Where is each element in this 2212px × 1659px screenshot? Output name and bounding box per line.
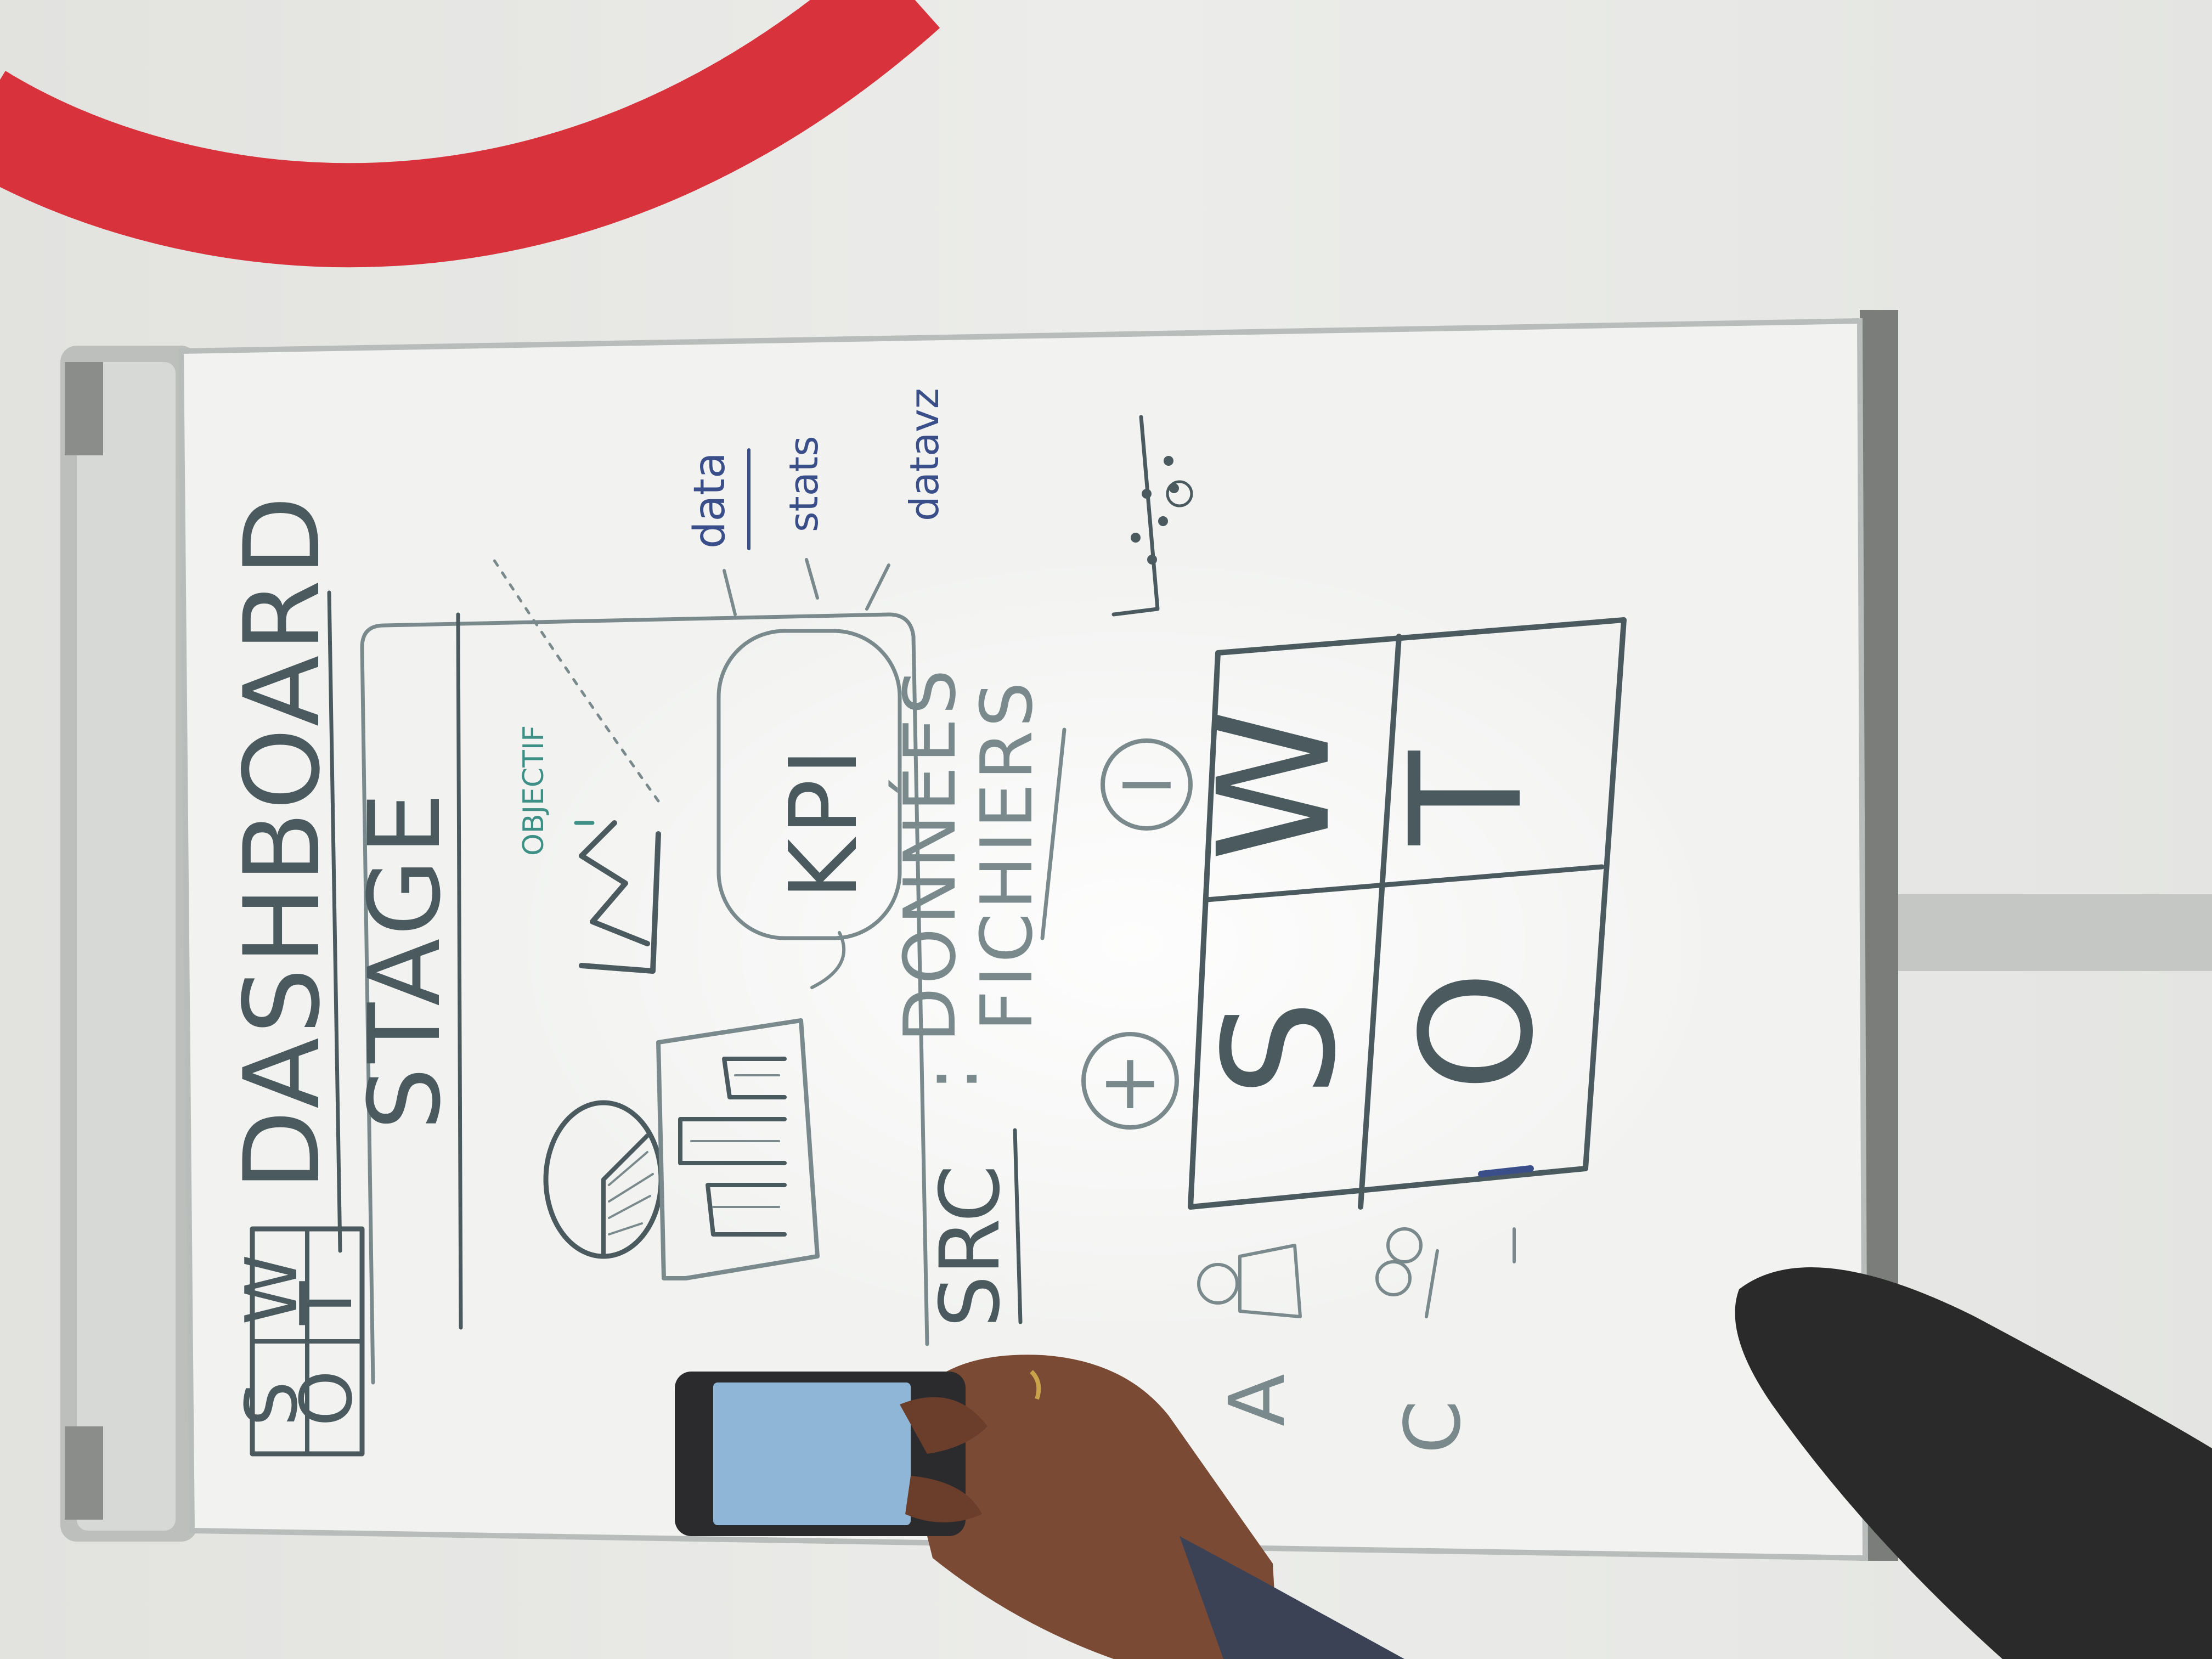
kpi-branches: data stats datavz	[685, 388, 947, 550]
bar-chart-sketch	[656, 1018, 820, 1280]
minus-symbol: −	[1114, 738, 1178, 828]
hand-icon	[900, 1355, 1278, 1659]
people-sketches: A C	[1197, 1227, 1516, 1454]
swot-small-o: O	[285, 1370, 368, 1426]
swot-small-w: W	[230, 1254, 313, 1325]
dashboard-title: DASHBOARD	[222, 493, 343, 1190]
swot-grid-s: S	[1191, 1000, 1370, 1097]
wall-bracket	[1887, 894, 2212, 971]
red-logo-arc	[0, 0, 940, 268]
swot-grid-t: T	[1378, 749, 1556, 847]
source-donnees: DONNÉES	[888, 666, 972, 1042]
source-fichiers: FICHIERS	[965, 679, 1048, 1031]
whiteboard-frame	[60, 310, 1898, 1561]
colon-mark: :	[906, 1066, 995, 1092]
scatter-plot-sketch	[1111, 415, 1193, 617]
swot-small-s: S	[230, 1381, 313, 1426]
person-label-c: C	[1389, 1400, 1478, 1454]
sources-block: SRC : DONNÉES FICHIERS	[888, 666, 1066, 1328]
person-label-a: A	[1213, 1374, 1302, 1426]
kpi-bubble: KPI	[716, 558, 902, 989]
branch-datavz: datavz	[901, 388, 947, 521]
chair-back	[1735, 1267, 2212, 1659]
glare	[439, 549, 1701, 1339]
objective-label: OBJECTIF	[517, 725, 550, 856]
swot-small-t: T	[285, 1281, 368, 1325]
stage-label: STAGE	[348, 788, 462, 1130]
phone-screen	[713, 1383, 911, 1525]
branch-stats: stats	[781, 436, 827, 532]
hand-holding-phone	[675, 1355, 1404, 1659]
stage-frame: STAGE	[348, 612, 929, 1385]
swot-grid: S W O T	[1186, 617, 1627, 1210]
line-chart-sketch: OBJECTIF	[492, 558, 661, 974]
plus-symbol: +	[1098, 1037, 1162, 1127]
plus-minus-markers: + −	[1081, 738, 1193, 1130]
swot-small-box: S W O T	[230, 1226, 368, 1457]
kpi-label: KPI	[770, 745, 878, 900]
src-label: SRC	[923, 1165, 1018, 1328]
swot-grid-o: O	[1389, 971, 1567, 1092]
branch-data: data	[685, 452, 735, 549]
swot-grid-w: W	[1186, 709, 1364, 861]
